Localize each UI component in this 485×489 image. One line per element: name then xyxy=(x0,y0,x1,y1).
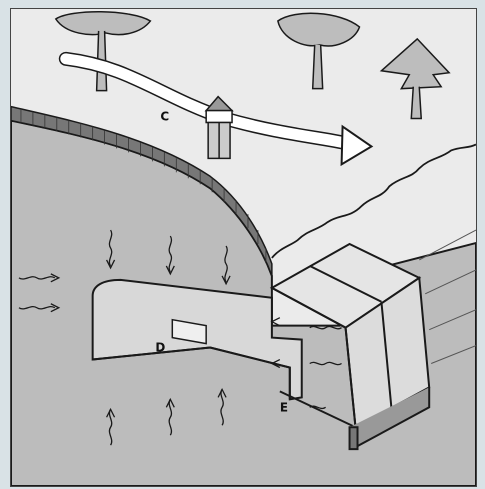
label-e: E xyxy=(280,400,288,414)
vent-tower xyxy=(206,97,232,159)
earth-sheltered-building-illustration: C D E xyxy=(11,9,476,486)
label-d: D xyxy=(155,341,165,355)
label-c: C xyxy=(160,110,169,124)
diagram-frame: C D E xyxy=(10,8,477,487)
